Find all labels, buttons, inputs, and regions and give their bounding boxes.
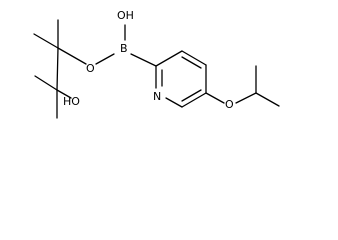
bond-ring-c2-c3 [155, 50, 183, 67]
bond-o-b [95, 53, 115, 65]
pyridine-nitrogen-label: N [153, 90, 161, 103]
bond-isopropyl-methyl-right [255, 92, 280, 107]
bond-c5-o-ether [205, 92, 225, 104]
bond-o-isopropyl [235, 92, 257, 104]
bond-c1-o-ester [57, 47, 87, 65]
ester-oxygen-label: O [86, 62, 95, 75]
hydroxyl-label: HO [63, 95, 80, 108]
bond-b-ring [130, 53, 157, 67]
bond-c1-methyl-left [33, 33, 59, 49]
bond-ring-c5-c6-double [181, 89, 202, 102]
bond-ring-c3-c4-double [181, 56, 202, 69]
boron-label: B [120, 42, 128, 55]
ether-oxygen-label: O [225, 98, 234, 111]
boronic-oh-label: OH [117, 9, 134, 22]
bond-c2-oh [56, 89, 72, 99]
bond-c1-c2 [56, 47, 59, 91]
structure-diagram: OH B O HO N O [33, 9, 280, 119]
atom-labels: OH B O HO N O [63, 9, 234, 111]
bond-ring-c6-n [165, 97, 183, 108]
bond-c2-methyl-left [34, 75, 58, 91]
bond-lines [33, 19, 280, 119]
bond-ring-c5-c6 [181, 92, 207, 108]
bond-ring-c3-c4 [181, 50, 207, 66]
